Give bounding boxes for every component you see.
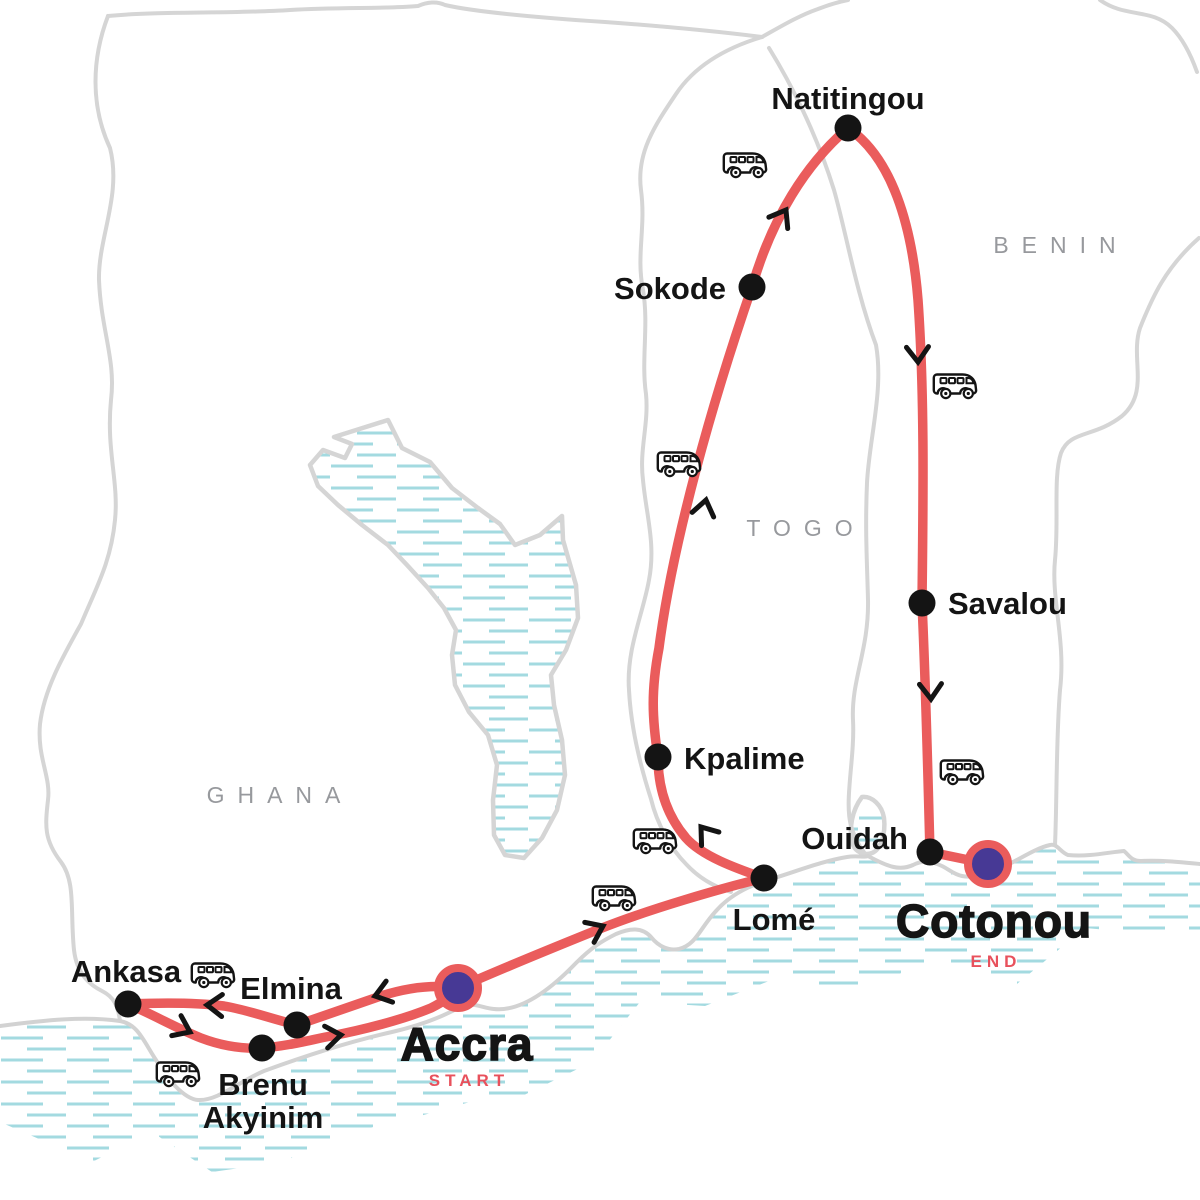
- route-main-accra-to-cotonou: [453, 123, 993, 993]
- country-label-benin: BENIN: [993, 232, 1128, 258]
- start-label: START: [429, 1071, 509, 1090]
- bus-icon: [939, 759, 985, 786]
- city-label-ouidah: Ouidah: [801, 821, 908, 856]
- city-label-accra: Accra: [401, 1018, 534, 1070]
- city-marker-lome: [750, 864, 778, 892]
- city-label-akyinim: Akyinim: [203, 1100, 324, 1135]
- border-ghana-north: [106, 0, 764, 39]
- bus-icon: [932, 373, 978, 400]
- city-label-sokode: Sokode: [614, 271, 726, 306]
- city-marker-savalou: [908, 589, 936, 617]
- chevron-arrow-icon: [169, 1013, 194, 1039]
- chevron-arrow-icon: [582, 919, 607, 945]
- city-label-natitingou: Natitingou: [771, 81, 924, 116]
- bus-icon: [591, 885, 637, 912]
- chevron-arrow-icon: [689, 495, 717, 520]
- border-togo-benin: [767, 46, 881, 858]
- water-areas: [0, 417, 1200, 1172]
- city-label-savalou: Savalou: [948, 586, 1067, 621]
- bus-icon: [190, 962, 236, 989]
- city-label-cotonou: Cotonou: [896, 895, 1092, 947]
- country-label-ghana: GHANA: [207, 782, 354, 808]
- chevron-arrow-icon: [698, 823, 722, 849]
- end-label: END: [971, 952, 1022, 971]
- chevron-arrow-icon: [370, 978, 396, 1005]
- city-label-elmina: Elmina: [240, 971, 342, 1006]
- chevron-arrow-icon: [916, 681, 944, 704]
- map-labels: GHANA TOGO BENIN Natitingou Sokode Saval…: [71, 81, 1128, 1135]
- direction-arrows: [169, 206, 944, 1051]
- bus-icon: [632, 828, 678, 855]
- city-label-lome: Lomé: [733, 902, 816, 937]
- chevron-arrow-icon: [322, 1023, 346, 1051]
- city-marker-sokode: [738, 273, 766, 301]
- city-label-ankasa: Ankasa: [71, 954, 182, 989]
- city-marker-elmina: [283, 1011, 311, 1039]
- border-ghana-togo: [626, 35, 764, 894]
- coastline: [0, 842, 1200, 1103]
- city-marker-ankasa: [114, 990, 142, 1018]
- city-marker-natitingou: [834, 114, 862, 142]
- city-marker-brenu-akyinim: [248, 1034, 276, 1062]
- city-marker-ouidah: [916, 838, 944, 866]
- city-label-brenu: Brenu: [218, 1067, 308, 1102]
- bus-icon: [656, 451, 702, 478]
- end-marker-cotonou: [964, 840, 1012, 888]
- country-label-togo: TOGO: [746, 515, 865, 541]
- border-benin-north: [760, 0, 850, 39]
- city-marker-kpalime: [644, 743, 672, 771]
- country-borders: [0, 0, 1200, 1103]
- chevron-arrow-icon: [766, 206, 791, 232]
- border-benin-northeast: [1098, 0, 1199, 74]
- lake-volta: [307, 417, 581, 861]
- sea-coastal-water: [0, 844, 1200, 1172]
- bus-icon: [722, 152, 768, 179]
- city-label-kpalime: Kpalime: [684, 741, 805, 776]
- border-benin-east: [1052, 236, 1200, 847]
- start-marker-accra: [434, 964, 482, 1012]
- route-loop-ankasa-to-accra: [123, 983, 463, 1053]
- chevron-arrow-icon: [202, 992, 225, 1020]
- chevron-arrow-icon: [903, 344, 931, 367]
- border-ghana-west: [37, 14, 122, 1023]
- city-markers: [114, 114, 1012, 1062]
